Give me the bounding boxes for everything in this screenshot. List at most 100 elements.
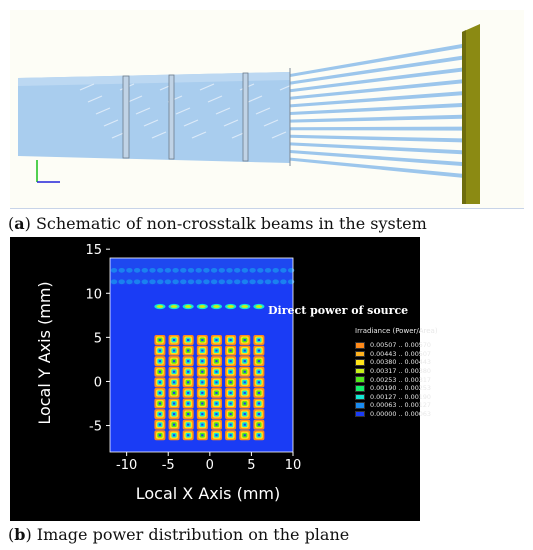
legend-label: 0.00507 .. 0.00570 — [370, 341, 431, 350]
image-spot — [196, 335, 208, 346]
output-beams — [290, 44, 462, 178]
top-band — [110, 258, 295, 285]
beam-stripe — [215, 107, 231, 115]
image-spot — [239, 366, 251, 377]
output-beam — [290, 114, 462, 123]
legend-entry: 0.00253 .. 0.00317 — [355, 375, 470, 384]
band-spot — [234, 279, 241, 285]
caption-b-text: Image power distribution on the plane — [36, 525, 350, 544]
image-spot — [154, 398, 166, 409]
image-spot — [239, 387, 251, 398]
image-spot — [168, 356, 180, 367]
legend-swatch — [355, 402, 365, 409]
lens-1 — [122, 75, 130, 159]
lens-2 — [168, 74, 175, 160]
beam-stripe — [207, 95, 223, 103]
legend-entry: 0.00507 .. 0.00570 — [355, 341, 470, 350]
image-spot — [168, 366, 180, 377]
legend-swatch — [355, 342, 365, 349]
beam-stripe — [279, 83, 295, 91]
x-tick-label: 5 — [247, 458, 255, 473]
image-spot — [196, 419, 208, 430]
image-spot — [154, 356, 166, 367]
band-spot — [141, 279, 148, 285]
image-spot — [154, 409, 166, 420]
band-spot — [241, 267, 249, 273]
image-spot — [210, 366, 222, 377]
band-spot — [149, 279, 156, 285]
legend-swatch — [355, 367, 365, 375]
image-spot — [196, 366, 208, 377]
x-tick-label: -5 — [162, 458, 175, 473]
image-spot — [239, 335, 251, 346]
image-spot — [210, 387, 222, 398]
beam-stripe — [143, 119, 159, 127]
image-spot — [196, 409, 208, 420]
lens-elements — [122, 68, 291, 166]
band-spot — [133, 279, 141, 285]
band-spot — [126, 279, 133, 285]
band-spot — [195, 279, 202, 285]
image-spot — [210, 430, 222, 441]
image-spot — [168, 419, 180, 430]
beam-stripe — [135, 107, 151, 115]
output-beam — [290, 91, 462, 108]
band-spot — [210, 267, 218, 273]
main-beam — [18, 72, 290, 163]
image-spot — [196, 377, 208, 388]
image-spot — [210, 356, 222, 367]
irradiance-legend: Irradiance (Power/Area) 0.00507 .. 0.005… — [355, 327, 470, 427]
band-spot — [187, 267, 195, 273]
band-spot — [249, 279, 256, 285]
beam-stripe — [175, 107, 191, 115]
image-spot — [253, 419, 265, 430]
direct-source-spots — [154, 303, 265, 310]
image-spot — [154, 335, 166, 346]
band-spot — [157, 279, 164, 285]
band-spot — [157, 267, 164, 273]
output-beam — [290, 103, 462, 115]
image-spot — [168, 345, 180, 356]
band-spot — [210, 279, 218, 285]
image-spot — [225, 409, 237, 420]
image-spot — [253, 335, 265, 346]
image-spot — [154, 430, 166, 441]
image-spot — [225, 419, 237, 430]
image-spot — [225, 356, 237, 367]
band-spot — [218, 279, 225, 285]
image-spot — [225, 430, 237, 441]
image-spot — [210, 398, 222, 409]
band-spot — [218, 267, 225, 273]
image-spot — [196, 345, 208, 356]
image-spot — [182, 345, 194, 356]
caption-b-label: b — [14, 525, 26, 544]
band-spot — [141, 267, 148, 273]
band-spot — [257, 267, 264, 273]
y-tick-label: 5 — [94, 331, 102, 346]
image-spot — [182, 366, 194, 377]
band-spot — [118, 279, 125, 285]
image-spot — [239, 398, 251, 409]
legend-swatch — [355, 359, 365, 366]
band-spot — [234, 267, 241, 273]
image-spot — [168, 335, 180, 346]
caption-a-text: Schematic of non-crosstalk beams in the … — [35, 214, 427, 233]
legend-label: 0.00443 .. 0.00507 — [370, 349, 431, 358]
image-spot — [182, 335, 194, 346]
x-tick-label: 0 — [206, 458, 214, 473]
image-spot — [196, 387, 208, 398]
image-spot — [210, 335, 222, 346]
legend-entry: 0.00063 .. 0.00127 — [355, 401, 470, 410]
image-spot — [182, 430, 194, 441]
caption-b: (b) Image power distribution on the plan… — [8, 525, 350, 544]
axis-triad-icon — [36, 160, 60, 183]
y-axis-label: Local Y Axis (mm) — [35, 281, 54, 424]
band-spot — [110, 279, 118, 285]
beam-stripe — [87, 95, 103, 103]
image-spot — [154, 419, 166, 430]
band-spot — [203, 279, 210, 285]
image-spot — [168, 398, 180, 409]
schematic-figure — [10, 10, 524, 208]
figure-divider — [10, 208, 524, 209]
image-spot — [225, 398, 237, 409]
